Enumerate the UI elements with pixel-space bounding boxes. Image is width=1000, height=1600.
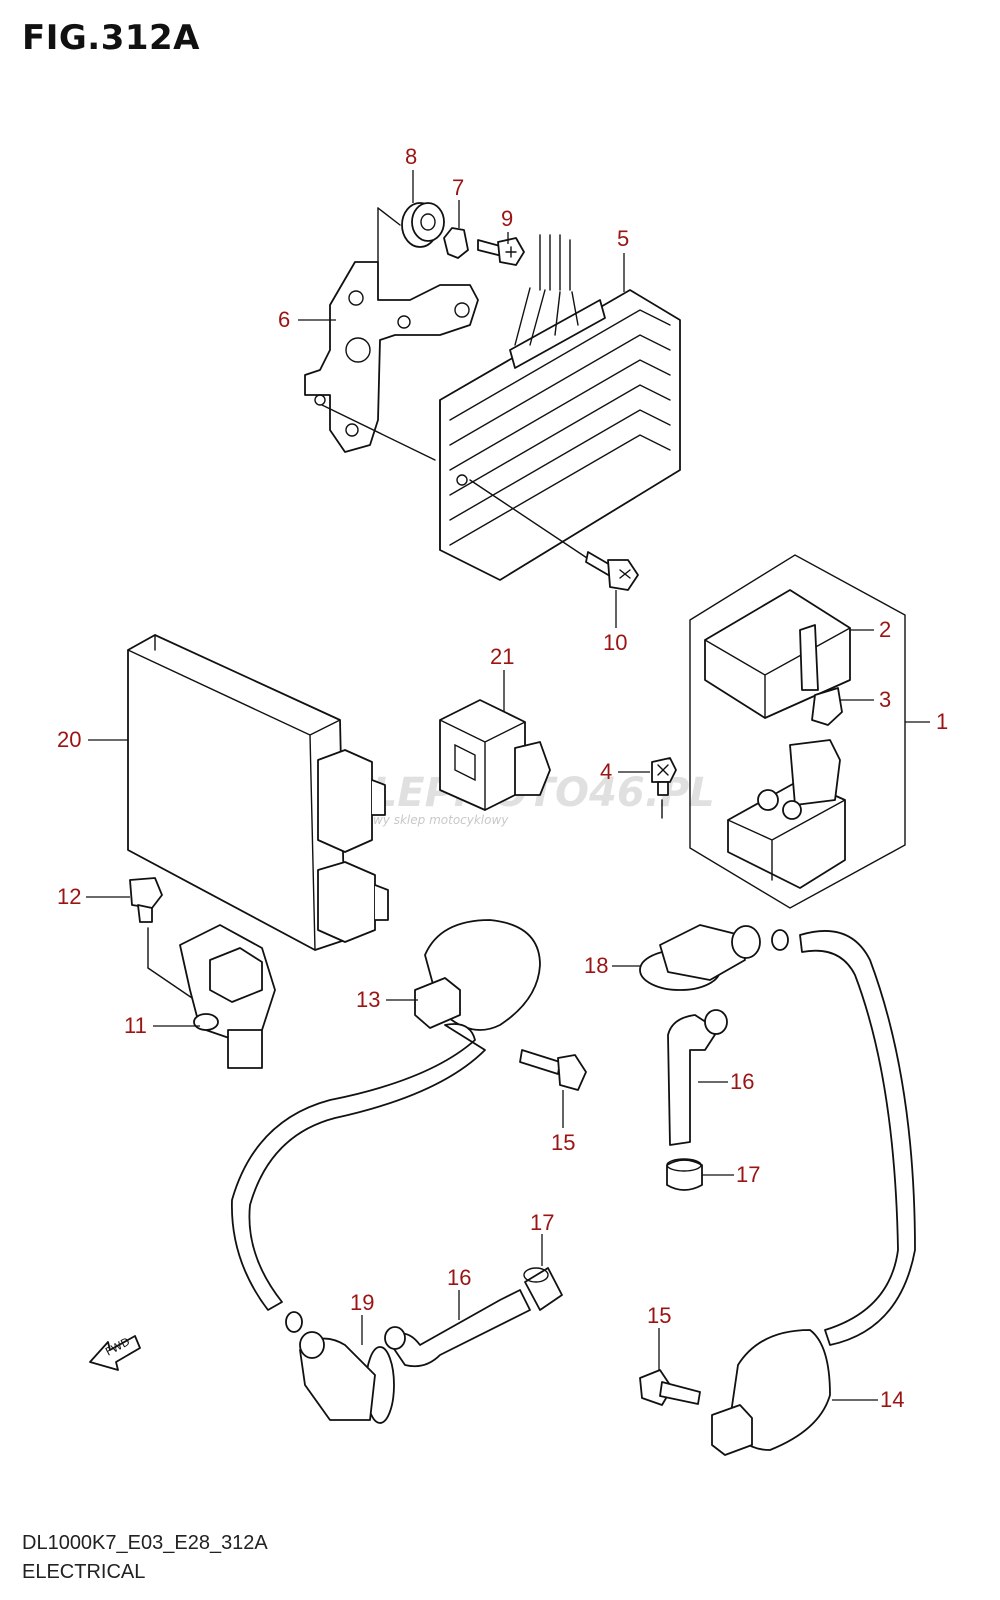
callout-2: 2 <box>879 617 891 642</box>
callout-4: 4 <box>600 759 612 784</box>
callout-6: 6 <box>278 307 290 332</box>
callout-15-upper: 15 <box>551 1130 575 1155</box>
ecm-part-20 <box>127 634 389 951</box>
ignition-coil-part-14 <box>711 1329 831 1456</box>
callout-3: 3 <box>879 687 891 712</box>
plug-cap-part-18 <box>639 924 789 991</box>
callout-13: 13 <box>356 987 380 1012</box>
leader-lines <box>86 170 930 1401</box>
plug-cap-part-16-lower <box>384 1289 531 1368</box>
figure-title: FIG.312A <box>22 18 200 58</box>
collar-part-7 <box>443 227 469 259</box>
bolt-part-12 <box>129 877 196 1001</box>
high-tension-cord-part-14 <box>799 930 916 1346</box>
callout-8: 8 <box>405 144 417 169</box>
callout-14: 14 <box>880 1387 904 1412</box>
plug-cap-part-19 <box>299 1331 395 1424</box>
callout-10: 10 <box>603 630 627 655</box>
ignition-coil-part-13 <box>231 919 541 1333</box>
callout-21: 21 <box>490 644 514 669</box>
bolt-part-15-lower <box>639 1369 701 1406</box>
callout-1: 1 <box>936 709 948 734</box>
fwd-arrow-icon: FWD <box>89 1335 141 1371</box>
callout-labels: 8 7 9 5 6 10 2 21 3 20 1 4 12 18 13 11 1… <box>57 144 948 1412</box>
bracket-part-6 <box>304 207 479 453</box>
callout-17-lower: 17 <box>530 1210 554 1235</box>
callout-12: 12 <box>57 884 81 909</box>
callout-18: 18 <box>584 953 608 978</box>
bolt-part-10 <box>585 551 639 591</box>
callout-19: 19 <box>350 1290 374 1315</box>
callout-17-upper: 17 <box>736 1162 760 1187</box>
starter-relay-assembly-part-1 <box>661 554 906 909</box>
plug-cap-part-16-upper <box>667 1009 728 1146</box>
grommet-part-8 <box>401 202 445 248</box>
bolt-part-15-upper <box>519 1049 587 1091</box>
bolt-part-9 <box>477 237 525 266</box>
diagram-code: DL1000K7_E03_E28_312A <box>22 1532 268 1554</box>
callout-11: 11 <box>124 1013 147 1038</box>
callout-15-lower: 15 <box>647 1303 671 1328</box>
callout-20: 20 <box>57 727 81 752</box>
connector-part-21 <box>439 699 551 811</box>
callout-7: 7 <box>452 175 464 200</box>
callout-9: 9 <box>501 206 513 231</box>
callout-16-upper: 16 <box>730 1069 754 1094</box>
seal-part-17-upper <box>666 1158 703 1191</box>
sensor-part-11 <box>179 924 276 1069</box>
screw-part-4 <box>651 757 677 796</box>
diagram-section-name: ELECTRICAL <box>22 1561 146 1583</box>
regulator-part-5 <box>321 234 681 581</box>
callout-5: 5 <box>617 226 629 251</box>
seal-part-17-lower <box>523 1267 563 1311</box>
callout-16-lower: 16 <box>447 1265 471 1290</box>
